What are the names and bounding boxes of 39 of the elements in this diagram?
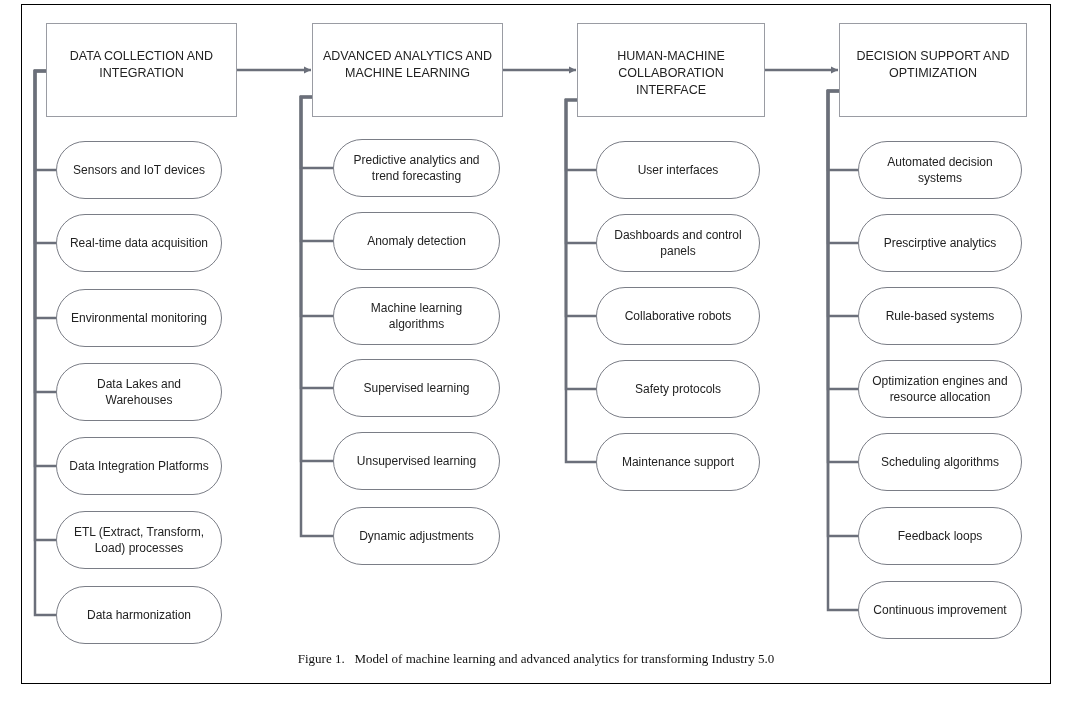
category-box (577, 23, 765, 117)
category-box (312, 23, 503, 117)
arrow (765, 66, 838, 74)
category-box (46, 23, 237, 117)
item-label: Data Integration Platforms (69, 458, 209, 474)
connector-line (564, 98, 596, 464)
item-label: Automated decision systems (886, 154, 994, 186)
item-label: Continuous improvement (873, 602, 1007, 618)
arrow (237, 66, 311, 74)
category-title: HUMAN-MACHINE COLLABORATION INTERFACE (616, 48, 726, 99)
item-label: Anomaly detection (367, 233, 466, 249)
item-label: Unsupervised learning (356, 453, 477, 469)
item-label: Sensors and IoT devices (73, 162, 205, 178)
item-label: Scheduling algorithms (880, 454, 1000, 470)
category-title: DECISION SUPPORT AND OPTIMIZATION (855, 48, 1011, 82)
item-label: Machine learning algorithms (369, 300, 464, 332)
category-title: DATA COLLECTION AND INTEGRATION (68, 48, 215, 82)
item-label: Dashboards and control panels (613, 227, 743, 259)
figure-caption: Figure 1. Model of machine learning and advanced analytics for transforming Industry 5.0 (296, 650, 776, 668)
item-label: Rule-based systems (885, 308, 995, 324)
item-label: Prescirptive analytics (883, 235, 997, 251)
connector-line (299, 95, 333, 538)
item-label: Collaborative robots (624, 308, 732, 324)
item-label: Dynamic adjustments (359, 528, 474, 544)
arrow (503, 66, 576, 74)
item-label: User interfaces (637, 162, 719, 178)
item-label: Data harmonization (86, 607, 192, 623)
item-label: Feedback loops (897, 528, 983, 544)
item-label: Optimization engines and resource allocation (871, 373, 1009, 405)
item-label: Environmental monitoring (70, 310, 208, 326)
item-label: Maintenance support (621, 454, 735, 470)
item-label: Data Lakes and Warehouses (95, 376, 183, 408)
item-label: Predictive analytics and trend forecasting (352, 152, 481, 184)
item-label: ETL (Extract, Transform, Load) processes (72, 524, 206, 556)
item-label: Real-time data acquisition (69, 235, 209, 251)
category-box (839, 23, 1027, 117)
category-title: ADVANCED ANALYTICS AND MACHINE LEARNING (322, 48, 493, 82)
item-label: Supervised learning (363, 380, 470, 396)
item-label: Safety protocols (634, 381, 721, 397)
